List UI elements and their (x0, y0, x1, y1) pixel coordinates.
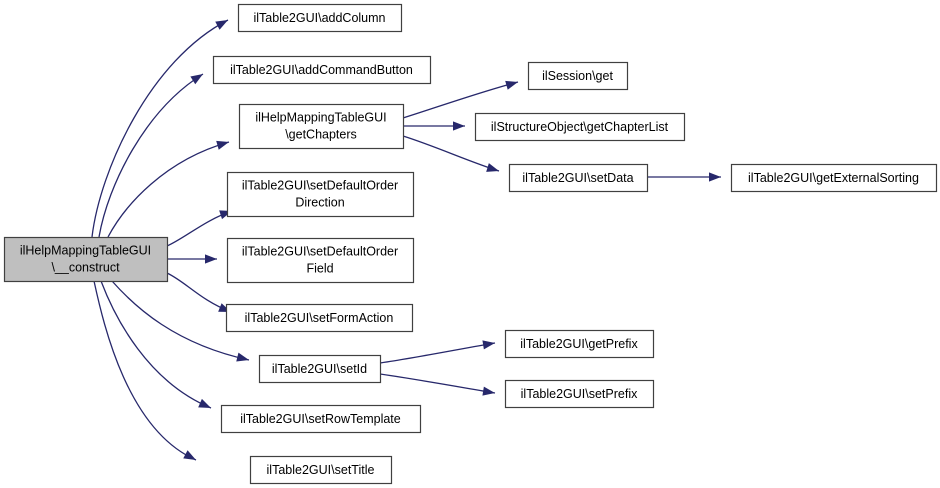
node-box-getExternalSorting[interactable] (730, 163, 938, 193)
node-getExternalSorting[interactable]: ilTable2GUI\getExternalSorting (730, 163, 938, 193)
arrowhead-ilSessionGet (505, 80, 518, 90)
node-box-addColumn[interactable] (237, 3, 403, 33)
node-root[interactable]: ilHelpMappingTableGUI \__construct (3, 236, 169, 283)
arrowhead-getExternalSorting (709, 172, 721, 182)
node-label-setFormAction: ilTable2GUI\setFormAction (245, 311, 394, 325)
node-setData[interactable]: ilTable2GUI\setData (508, 163, 649, 193)
node-label-getPrefix: ilTable2GUI\getPrefix (520, 337, 638, 351)
node-box-setDefaultOrderField[interactable] (226, 237, 415, 284)
arrowhead-getPrefix (482, 340, 495, 350)
edge-root-to-setId (111, 280, 250, 361)
node-box-setPrefix[interactable] (504, 379, 655, 409)
arrowhead-getChapters (216, 140, 229, 150)
arrowhead-setDefaultOrderField (205, 254, 217, 264)
edge-root-to-setRowTemplate (100, 280, 212, 409)
edge-root-to-addCommandButton (98, 73, 204, 238)
node-addColumn[interactable]: ilTable2GUI\addColumn (237, 3, 403, 33)
node-label-setData: ilTable2GUI\setData (522, 171, 633, 185)
node-setTitle[interactable]: ilTable2GUI\setTitle (249, 455, 393, 485)
node-label-setId: ilTable2GUI\setId (272, 362, 367, 376)
node-box-setFormAction[interactable] (225, 303, 414, 333)
arrowhead-setTitle (183, 450, 196, 460)
node-label-setDefaultOrderDirection-line2: Direction (295, 195, 344, 209)
node-label-setRowTemplate: ilTable2GUI\setRowTemplate (240, 412, 401, 426)
node-label-getExternalSorting: ilTable2GUI\getExternalSorting (748, 171, 919, 185)
edge-getChapters-to-ilSessionGet (402, 81, 519, 119)
node-setRowTemplate[interactable]: ilTable2GUI\setRowTemplate (220, 404, 422, 434)
arrowheads-layer (183, 20, 721, 460)
node-box-getChapters[interactable] (238, 103, 405, 150)
edge-getChapters-to-setData (402, 135, 500, 172)
edge-root-to-addColumn (91, 19, 229, 238)
node-setFormAction[interactable]: ilTable2GUI\setFormAction (225, 303, 414, 333)
node-label-setPrefix: ilTable2GUI\setPrefix (521, 387, 638, 401)
edge-setId-to-getPrefix (379, 342, 496, 364)
edge-setId-to-setPrefix (379, 373, 496, 394)
node-box-ilSessionGet[interactable] (527, 61, 629, 91)
arrowhead-setData (486, 163, 499, 172)
node-setPrefix[interactable]: ilTable2GUI\setPrefix (504, 379, 655, 409)
node-box-getChapterList[interactable] (474, 112, 686, 142)
node-box-setDefaultOrderDirection[interactable] (226, 171, 415, 218)
node-label-setDefaultOrderDirection-line1: ilTable2GUI\setDefaultOrder (242, 178, 398, 192)
node-box-setId[interactable] (258, 354, 382, 384)
node-label-setDefaultOrderField-line1: ilTable2GUI\setDefaultOrder (242, 244, 398, 258)
node-label-getChapters-line1: ilHelpMappingTableGUI (255, 110, 386, 124)
arrowhead-setId (236, 352, 249, 362)
node-addCommandButton[interactable]: ilTable2GUI\addCommandButton (212, 55, 432, 85)
arrowhead-setRowTemplate (198, 398, 211, 408)
node-ilSessionGet[interactable]: ilSession\get (527, 61, 629, 91)
arrowhead-setPrefix (482, 386, 495, 396)
node-box-addCommandButton[interactable] (212, 55, 432, 85)
node-label-root-line2: \__construct (51, 260, 120, 274)
node-box-setTitle[interactable] (249, 455, 393, 485)
node-box-setData[interactable] (508, 163, 649, 193)
edge-root-to-getChapters (107, 141, 230, 238)
node-label-root-line1: ilHelpMappingTableGUI (20, 243, 151, 257)
node-box-setRowTemplate[interactable] (220, 404, 422, 434)
node-label-getChapters-line2: \getChapters (285, 127, 357, 141)
arrowhead-addColumn (215, 20, 228, 30)
node-setId[interactable]: ilTable2GUI\setId (258, 354, 382, 384)
node-getChapters[interactable]: ilHelpMappingTableGUI \getChapters (238, 103, 405, 150)
node-label-ilSessionGet: ilSession\get (542, 69, 613, 83)
node-label-setTitle: ilTable2GUI\setTitle (267, 463, 375, 477)
node-box-getPrefix[interactable] (504, 329, 655, 359)
arrowhead-addCommandButton (190, 74, 203, 85)
arrowhead-getChapterList (453, 121, 465, 131)
node-label-setDefaultOrderField-line2: Field (306, 261, 333, 275)
nodes-layer: ilHelpMappingTableGUI \__construct ilTable… (3, 3, 938, 485)
node-label-addColumn: ilTable2GUI\addColumn (253, 11, 385, 25)
node-getChapterList[interactable]: ilStructureObject\getChapterList (474, 112, 686, 142)
node-getPrefix[interactable]: ilTable2GUI\getPrefix (504, 329, 655, 359)
node-label-getChapterList: ilStructureObject\getChapterList (491, 120, 669, 134)
node-label-addCommandButton: ilTable2GUI\addCommandButton (230, 63, 413, 77)
edge-root-to-setTitle (93, 280, 197, 461)
node-box-root[interactable] (3, 236, 169, 283)
